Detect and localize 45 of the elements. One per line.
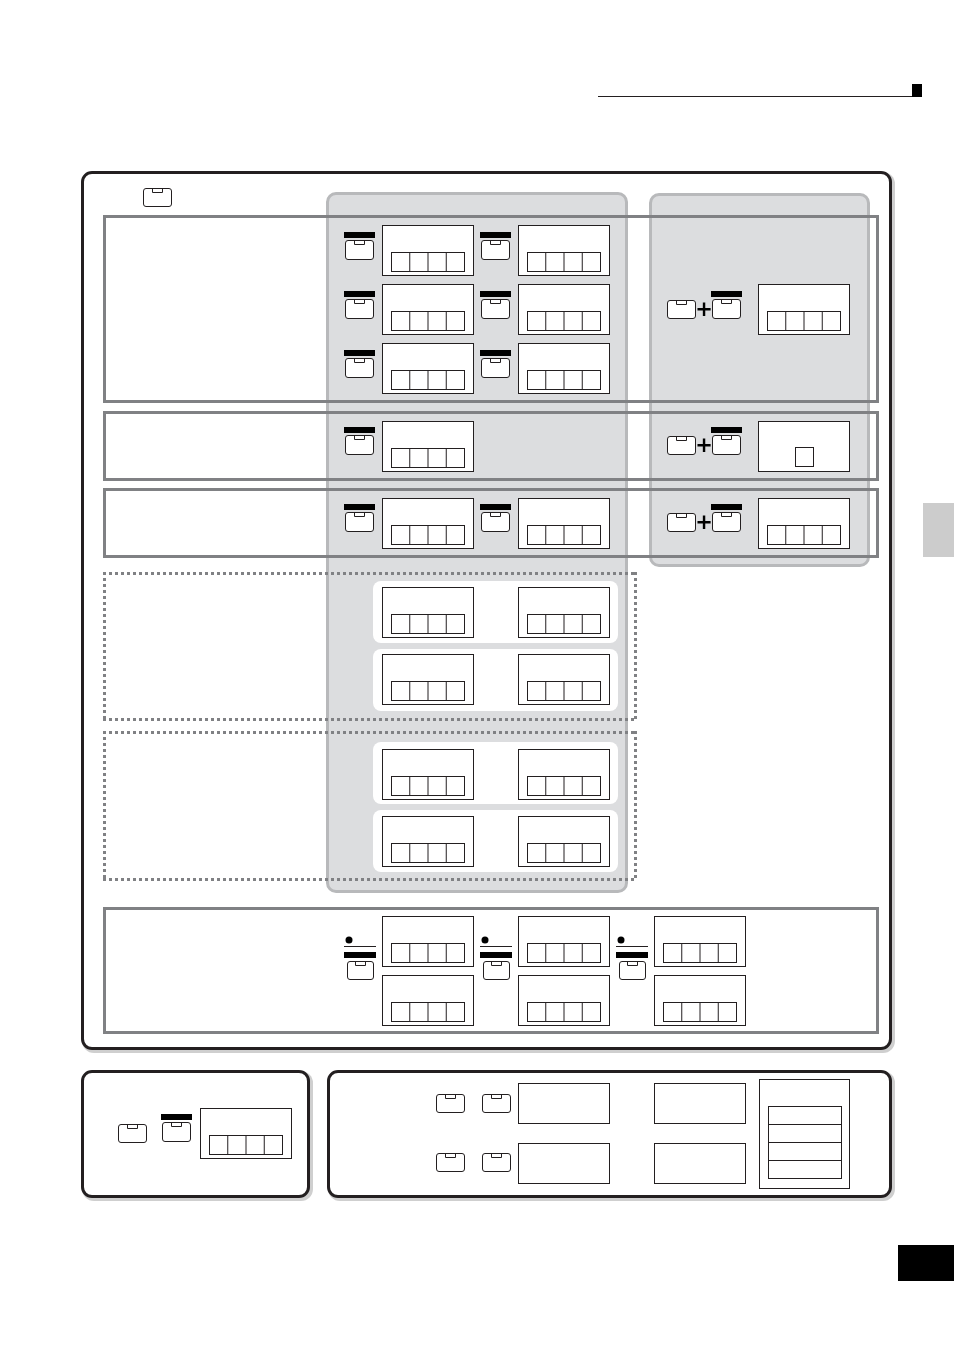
highlight-band — [373, 581, 618, 643]
section-frame — [103, 907, 879, 1034]
display-screen — [518, 498, 610, 549]
display-screen — [518, 284, 610, 335]
plus-sign: + — [695, 299, 713, 319]
display-screen — [518, 1083, 610, 1124]
display-screen — [654, 1083, 746, 1124]
highlight-band — [373, 810, 618, 872]
display-screen — [382, 654, 474, 705]
display-screen — [758, 498, 850, 549]
display-screen — [759, 1079, 850, 1189]
display-screen — [382, 343, 474, 394]
rounded-panel — [81, 1070, 310, 1198]
section-frame — [103, 488, 879, 558]
rounded-panel — [327, 1070, 892, 1198]
display-screen — [518, 654, 610, 705]
display-screen — [518, 816, 610, 867]
display-screen — [518, 587, 610, 638]
display-screen — [518, 343, 610, 394]
display-screen — [382, 749, 474, 800]
display-screen — [382, 284, 474, 335]
display-screen — [382, 225, 474, 276]
display-screen — [654, 975, 746, 1026]
display-screen — [518, 225, 610, 276]
display-screen — [518, 1143, 610, 1184]
display-screen — [382, 816, 474, 867]
display-screen — [758, 421, 850, 472]
display-screen — [654, 1143, 746, 1184]
display-screen — [382, 421, 474, 472]
display-screen — [518, 975, 610, 1026]
display-screen — [382, 498, 474, 549]
plus-sign: + — [695, 435, 713, 455]
section-frame — [103, 215, 879, 403]
display-screen — [382, 587, 474, 638]
section-frame — [103, 411, 879, 481]
display-screen — [382, 916, 474, 967]
highlight-band — [373, 742, 618, 804]
display-screen — [758, 284, 850, 335]
display-screen — [382, 975, 474, 1026]
display-screen — [518, 749, 610, 800]
plus-sign: + — [695, 512, 713, 532]
highlight-band — [373, 649, 618, 711]
display-screen — [518, 916, 610, 967]
display-screen — [200, 1108, 292, 1159]
display-screen — [654, 916, 746, 967]
